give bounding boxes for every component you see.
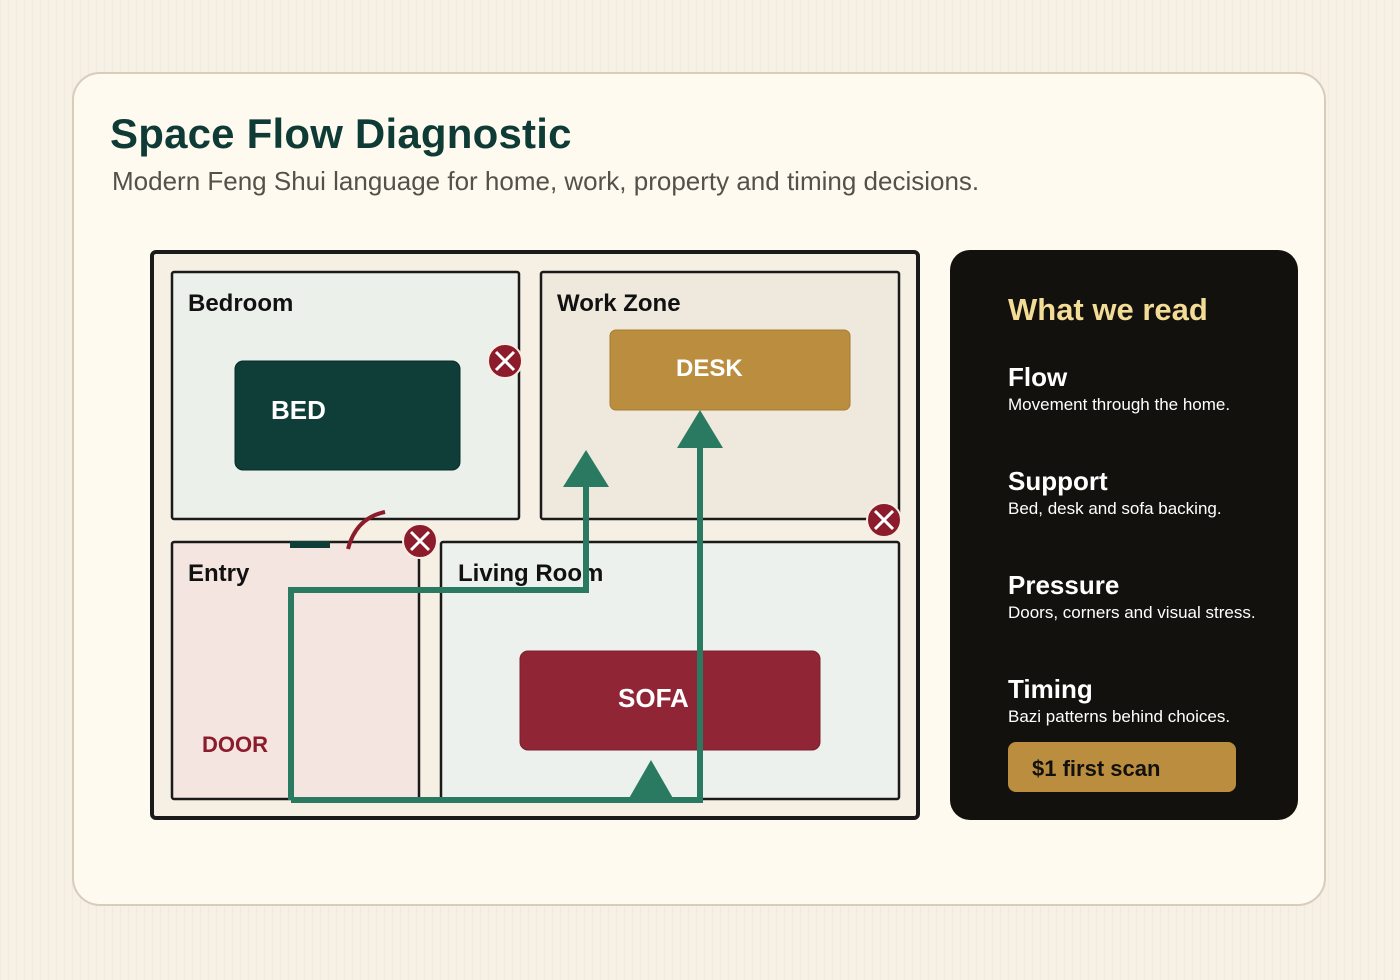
room-label-bedroom: Bedroom bbox=[188, 290, 293, 317]
panel-item-flow-head: Flow bbox=[1008, 362, 1068, 392]
panel-item-support: Support Bed, desk and sofa backing. bbox=[1008, 466, 1222, 519]
pressure-marker-entry-icon bbox=[402, 523, 438, 559]
panel-item-timing-head: Timing bbox=[1008, 674, 1093, 704]
panel-title: What we read bbox=[1008, 292, 1208, 327]
room-label-living: Living Room bbox=[458, 560, 603, 587]
flow-arrow-sofa bbox=[628, 760, 674, 800]
panel-item-timing-desc: Bazi patterns behind choices. bbox=[1008, 707, 1231, 726]
pressure-marker-work-icon bbox=[866, 502, 902, 538]
door-swing-arc bbox=[346, 510, 386, 550]
room-label-work-zone: Work Zone bbox=[557, 290, 681, 317]
first-scan-button[interactable]: $1 first scan bbox=[1008, 742, 1236, 792]
page-title: Space Flow Diagnostic bbox=[110, 110, 572, 157]
bed-label: BED bbox=[271, 395, 326, 425]
desk-label: DESK bbox=[676, 355, 743, 382]
panel-item-support-desc: Bed, desk and sofa backing. bbox=[1008, 499, 1222, 518]
panel-item-timing: Timing Bazi patterns behind choices. bbox=[1008, 674, 1230, 727]
panel-item-flow-desc: Movement through the home. bbox=[1008, 395, 1231, 414]
panel-item-pressure: Pressure Doors, corners and visual stres… bbox=[1008, 570, 1256, 623]
flow-path-to-desk bbox=[291, 446, 703, 803]
flow-arrow-desk bbox=[677, 410, 723, 448]
bed-block bbox=[234, 360, 461, 471]
door-label: DOOR bbox=[202, 732, 268, 757]
panel-item-flow: Flow Movement through the home. bbox=[1008, 362, 1230, 415]
flow-arrow-work bbox=[563, 450, 609, 487]
panel-item-pressure-head: Pressure bbox=[1008, 570, 1120, 600]
sofa-block bbox=[519, 650, 821, 751]
reading-panel: What we read Flow Movement through the h… bbox=[950, 250, 1298, 820]
door-threshold bbox=[290, 541, 330, 548]
panel-item-support-head: Support bbox=[1008, 466, 1108, 496]
pressure-marker-bedroom-icon bbox=[487, 343, 523, 379]
room-label-entry: Entry bbox=[188, 560, 250, 587]
desk-block bbox=[609, 329, 851, 411]
sofa-label: SOFA bbox=[618, 683, 689, 713]
flow-path-to-work bbox=[288, 484, 589, 800]
panel-item-pressure-desc: Doors, corners and visual stress. bbox=[1008, 603, 1256, 622]
page-subtitle: Modern Feng Shui language for home, work… bbox=[112, 166, 980, 196]
